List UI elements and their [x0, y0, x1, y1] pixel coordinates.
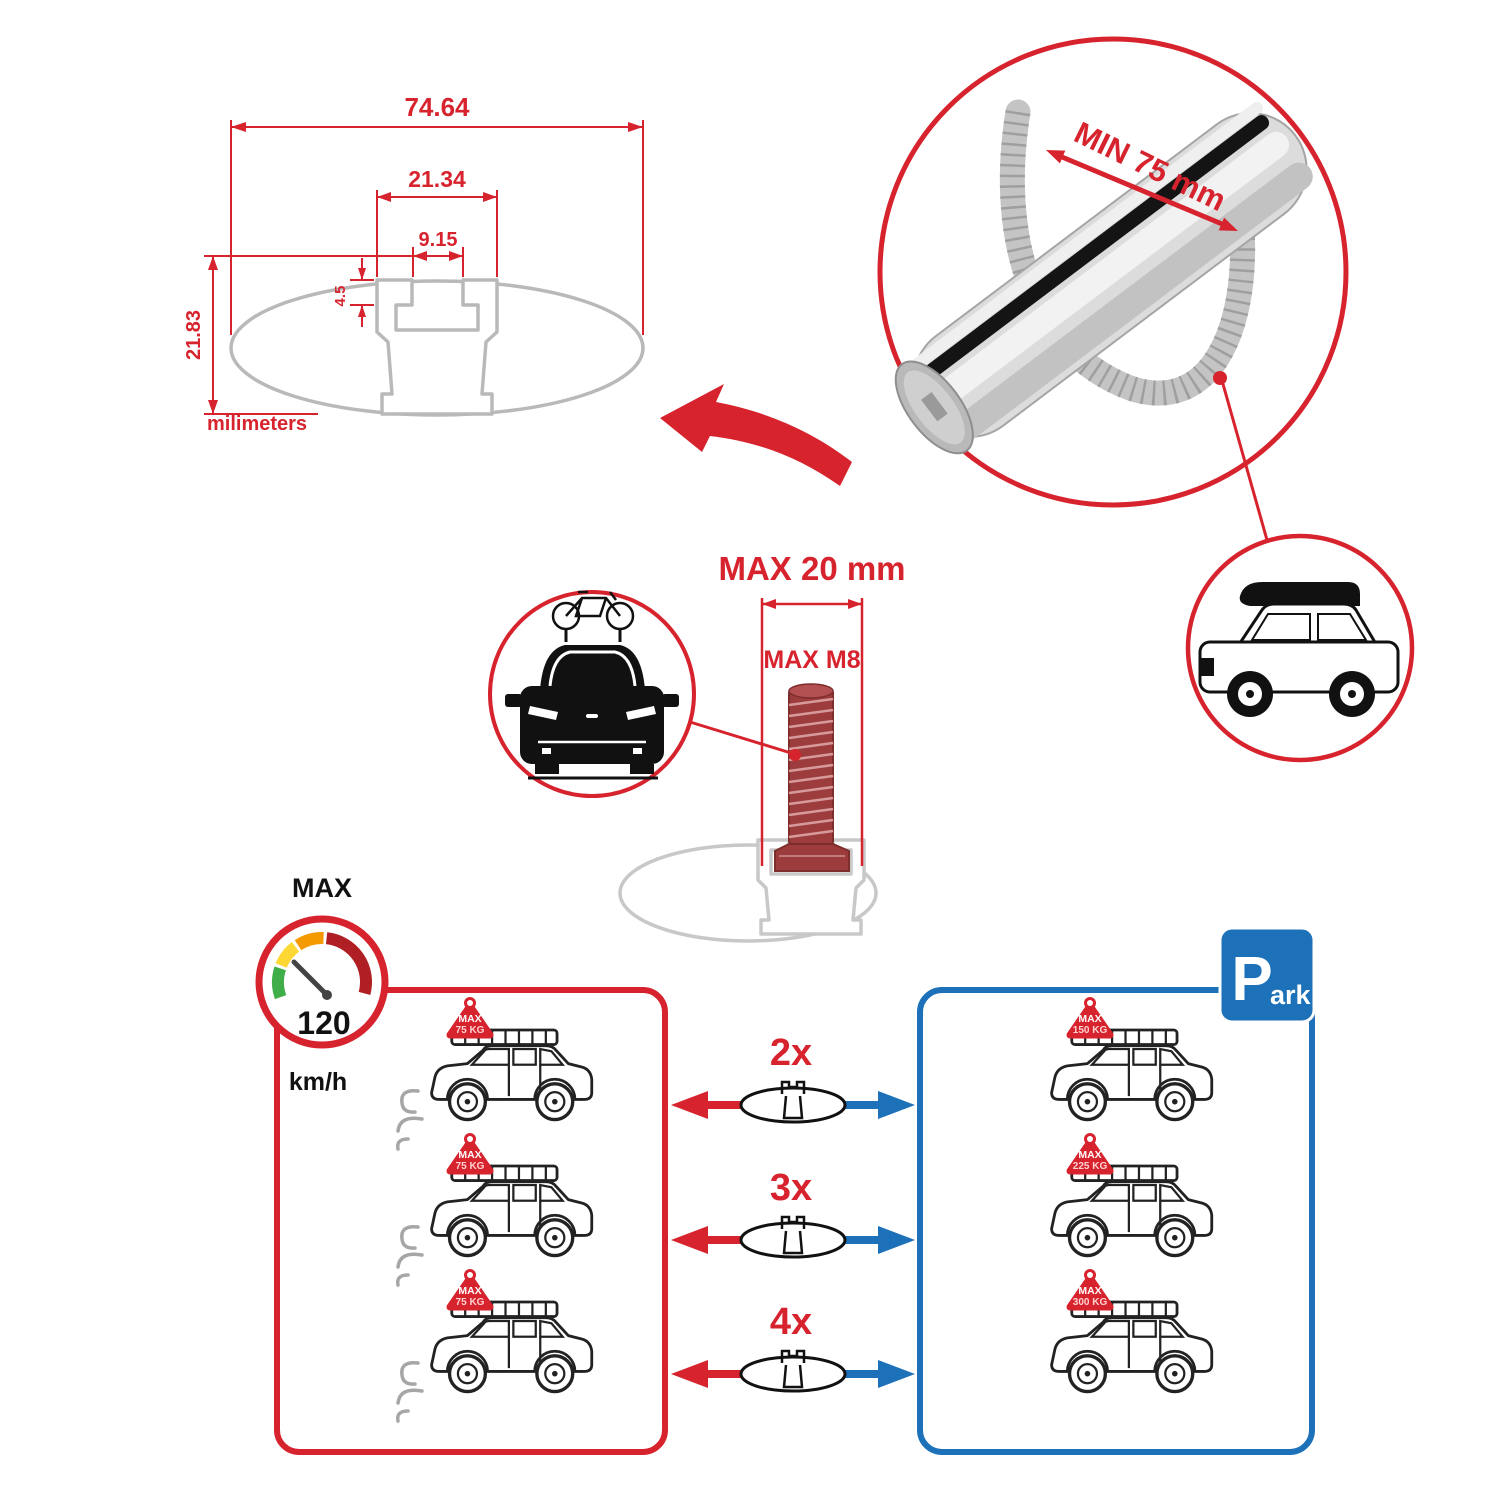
badge-max: MAX [1078, 1013, 1101, 1025]
badge-value: 225 KG [1073, 1161, 1108, 1172]
dim-slot-outer [376, 190, 498, 277]
speedometer: MAX 120 km/h [255, 873, 389, 1096]
suv-with-roofbox [1198, 582, 1400, 717]
bar-detail-callout: MIN 75 mm [877, 36, 1349, 541]
park-sign: P ark [1218, 926, 1316, 1024]
bolt-width-label: MAX 20 mm [718, 550, 905, 587]
callout-arrow [660, 384, 852, 486]
arrow-right-icon [845, 1226, 915, 1254]
bolt-leader-dot [789, 749, 801, 761]
arrow-right-icon [845, 1091, 915, 1119]
multiplier-label: 2x [770, 1032, 812, 1074]
badge-max: MAX [1078, 1149, 1101, 1161]
dim-width [230, 120, 644, 335]
badge-value: 75 KG [456, 1025, 485, 1036]
ghost-profile-ellipse [618, 843, 878, 943]
ghost-t-slot-profile [756, 838, 866, 936]
dim-slot-outer-label: 21.34 [408, 166, 466, 192]
bolt-thread-label: MAX M8 [763, 646, 860, 674]
headlight-right [626, 706, 656, 720]
min-span-arrow [1061, 154, 1223, 227]
badge-max: MAX [1078, 1285, 1101, 1297]
roof-box [1239, 582, 1360, 606]
arrow-left-icon [671, 1360, 741, 1388]
bar-rubber-groove [914, 115, 1270, 387]
dim-height [204, 256, 318, 415]
multiplier-label: 4x [770, 1301, 812, 1343]
leader-line [1221, 383, 1269, 541]
park-sign-letter: P [1231, 945, 1272, 1014]
car-front-callout [488, 590, 696, 798]
arrow-left-icon [671, 1226, 741, 1254]
clamp-strap-ribs [999, 109, 1256, 406]
aluminum-bar [894, 101, 1313, 455]
bolt-width-dim [760, 598, 864, 866]
arrow-left-icon [671, 1091, 741, 1119]
units-label: milimeters [207, 413, 307, 435]
badge-value: 75 KG [456, 1297, 485, 1308]
dim-width-label: 74.64 [404, 92, 470, 122]
badge-max: MAX [458, 1149, 481, 1161]
t-bolt [774, 683, 850, 872]
headlight-left [528, 706, 558, 720]
load-comparison: P ark MAX 120 km/h MAX 75 KG [255, 873, 1316, 1455]
multiplier-row-1: 2x [671, 1032, 915, 1124]
bolt-threads [788, 697, 834, 839]
speedometer-needle [291, 959, 329, 997]
t-slot-profile [375, 278, 499, 416]
multiplier-row-3: 4x [671, 1301, 915, 1393]
dim-height-label: 21.83 [183, 310, 205, 360]
badge-max: MAX [458, 1013, 481, 1025]
badge-value: 300 KG [1073, 1297, 1108, 1308]
bike-icon [551, 590, 635, 642]
badge-max: MAX [458, 1285, 481, 1297]
park-sign-suffix: ark [1270, 980, 1312, 1010]
speed-value: 120 [297, 1005, 350, 1041]
dim-slot-inner [204, 247, 464, 277]
badge-value: 75 KG [456, 1161, 485, 1172]
speed-unit: km/h [289, 1068, 347, 1096]
dim-slot-inner-label: 9.15 [419, 229, 458, 251]
dim-lip-label: 4.5 [332, 286, 349, 307]
bolt-leader-line [689, 720, 792, 755]
suv-callout [1185, 533, 1415, 763]
car-front-icon [505, 645, 679, 780]
leader-dot [1213, 371, 1227, 385]
multiplier-row-2: 3x [671, 1167, 915, 1259]
bolt-head [774, 843, 850, 872]
speed-max-label: MAX [292, 873, 352, 903]
cross-section-diagram: 74.64 21.34 9.15 4.5 21.83 milimeters [183, 92, 852, 486]
multiplier-label: 3x [770, 1167, 812, 1209]
badge-value: 150 KG [1073, 1025, 1108, 1036]
arrow-right-icon [845, 1360, 915, 1388]
bolt-section: MAX 20 mm MAX M8 [488, 550, 906, 943]
